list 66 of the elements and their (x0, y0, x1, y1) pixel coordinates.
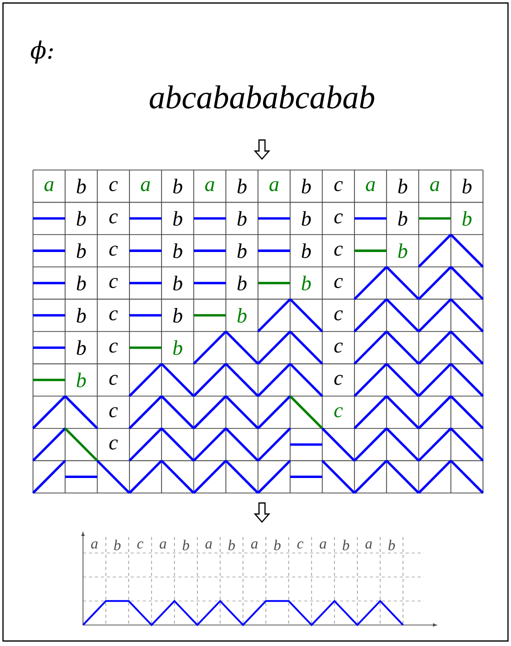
axis-letter: c (136, 541, 144, 549)
cell-letter: c (334, 342, 343, 353)
cell-letter: c (334, 213, 343, 224)
cell-letter: b (237, 211, 247, 226)
cell-letter: b (173, 243, 182, 258)
cell-letter: c (109, 440, 118, 450)
cell-letter: b (237, 308, 247, 323)
cell-letter: b (462, 211, 472, 226)
cell-letter: b (173, 178, 182, 194)
cell-letter: a (140, 181, 150, 192)
axis-letter: b (274, 540, 282, 550)
symbol-label: ϕ: (30, 40, 53, 64)
cell-letter: b (462, 178, 472, 194)
cell-letter: a (44, 181, 54, 192)
axis-letter: a (159, 541, 167, 549)
cell-letter: c (109, 181, 118, 192)
cell-letter: b (237, 178, 247, 194)
cell-letter: a (430, 181, 440, 192)
cell-letter: c (109, 278, 118, 288)
axis-letter: b (342, 540, 350, 550)
cell-letter: b (76, 211, 86, 226)
axis-letter: b (228, 540, 236, 550)
cell-letter: b (398, 211, 408, 226)
axis-letter: a (319, 541, 327, 549)
cell-letter: b (302, 178, 311, 194)
cell-letter: b (302, 243, 311, 258)
cell-letter: b (173, 276, 182, 290)
cell-letter: a (366, 181, 375, 192)
cell-letter: b (76, 178, 86, 194)
cell-letter: a (269, 181, 278, 192)
cell-letter: b (302, 276, 311, 290)
axis-letter: b (182, 540, 190, 550)
cell-letter: b (76, 276, 86, 290)
cell-letter: b (173, 308, 182, 323)
cell-letter: c (109, 310, 118, 320)
cell-letter: b (76, 308, 86, 323)
cell-letter: b (173, 340, 182, 355)
cell-letter: c (334, 407, 343, 418)
sequence-text: abcabababcabab (150, 85, 374, 109)
cell-letter: c (109, 342, 118, 353)
cell-letter: b (76, 372, 86, 388)
cell-letter: b (237, 276, 247, 290)
cell-letter: b (76, 340, 86, 355)
cell-letter: b (302, 211, 311, 226)
cell-letter: c (334, 246, 343, 256)
cell-letter: b (398, 178, 408, 194)
axis-letter: b (114, 540, 122, 550)
cell-letter: c (109, 374, 118, 385)
cell-letter: c (334, 181, 343, 192)
cell-letter: c (109, 246, 118, 256)
axis-letter: a (90, 541, 98, 549)
axis-letter: c (296, 541, 304, 549)
cell-letter: c (109, 213, 118, 224)
cell-letter: c (334, 310, 343, 320)
cell-letter: b (173, 211, 182, 226)
cell-letter: b (237, 243, 247, 258)
cell-letter: a (205, 181, 214, 192)
axis-letter: b (388, 540, 396, 550)
cell-letter: c (334, 374, 343, 385)
cell-letter: c (334, 278, 343, 288)
axis-letter: a (250, 541, 258, 549)
cell-letter: b (76, 243, 86, 258)
cell-letter: b (398, 243, 408, 258)
cell-letter: c (109, 407, 118, 418)
axis-letter: a (205, 541, 212, 549)
axis-letter: a (365, 541, 372, 549)
